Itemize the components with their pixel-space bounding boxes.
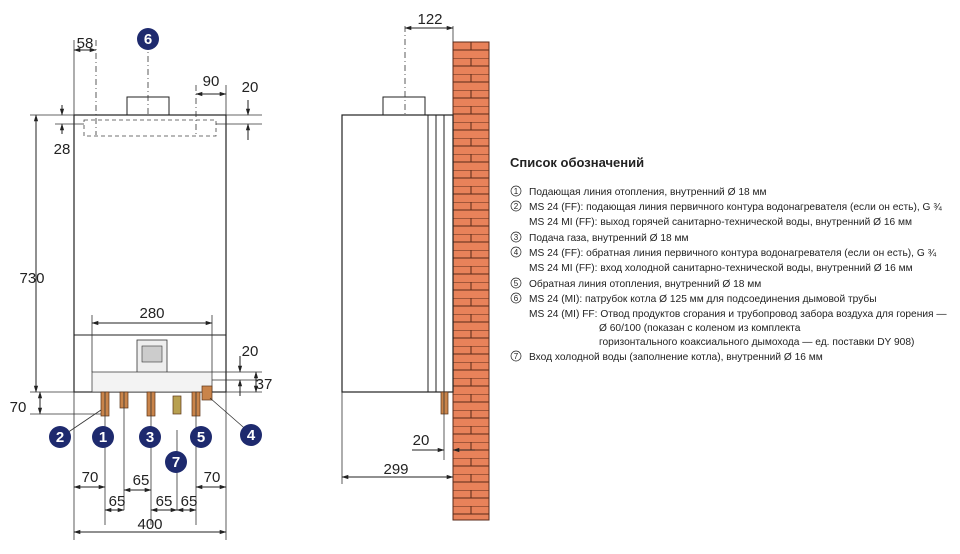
svg-text:Подача газа, внутренний Ø 18 м: Подача газа, внутренний Ø 18 мм <box>529 233 689 244</box>
pipe-4 <box>201 385 213 401</box>
marker-1: 1 <box>92 426 114 448</box>
dim-width: 400 <box>137 516 162 533</box>
legend-item-6: 6 MS 24 (MI): патрубок котла Ø 125 мм дл… <box>510 292 947 348</box>
marker-5: 5 <box>190 426 212 448</box>
svg-text:MS 24 (MI): патрубок котла Ø 1: MS 24 (MI): патрубок котла Ø 125 мм для … <box>529 293 877 305</box>
svg-text:7: 7 <box>172 454 180 471</box>
svg-text:Ø 60/100 (показан с коленом из: Ø 60/100 (показан с коленом из комплекта <box>599 323 801 334</box>
display-icon <box>141 345 163 363</box>
dim-pipe-offset: 20 <box>413 432 430 449</box>
side-pipe <box>440 391 449 415</box>
svg-text:1: 1 <box>99 429 107 446</box>
dim-right-small: 20 <box>242 343 259 360</box>
dim-spacing-4: 65 <box>181 493 198 510</box>
legend: Список обозначений 1 Подающая линия отоп… <box>510 155 947 363</box>
dim-depth: 299 <box>383 461 408 478</box>
marker-4: 4 <box>240 424 262 446</box>
marker-2: 2 <box>49 426 71 448</box>
svg-text:MS 24 (FF): обратная линия пер: MS 24 (FF): обратная линия первичного ко… <box>529 247 937 259</box>
dim-bottom-left: 70 <box>82 469 99 486</box>
dim-spacing-3: 65 <box>156 493 173 510</box>
svg-text:3: 3 <box>146 429 154 446</box>
svg-text:Обратная линия отопления, внут: Обратная линия отопления, внутренний Ø 1… <box>529 278 761 290</box>
legend-item-7: 7 Вход холодной воды (заполнение котла),… <box>510 350 823 363</box>
side-casing <box>341 114 454 393</box>
svg-text:7: 7 <box>514 352 519 361</box>
svg-text:5: 5 <box>514 279 519 288</box>
dim-right-bottom: 37 <box>256 376 273 393</box>
dim-inner-width: 280 <box>139 305 164 322</box>
svg-text:Подающая линия отопления, внут: Подающая линия отопления, внутренний Ø 1… <box>529 187 767 198</box>
marker-3: 3 <box>139 426 161 448</box>
front-view: 58 90 20 28 730 280 20 37 <box>10 28 273 540</box>
svg-text:6: 6 <box>144 31 152 48</box>
dim-spacing-2: 65 <box>133 472 150 489</box>
legend-item-1: 1 Подающая линия отопления, внутренний Ø… <box>510 185 767 198</box>
dim-height: 730 <box>19 270 44 287</box>
legend-title: Список обозначений <box>510 155 644 170</box>
dim-spacing-1: 65 <box>109 493 126 510</box>
dim-left-bottom: 70 <box>10 399 27 416</box>
svg-text:5: 5 <box>197 429 205 446</box>
svg-text:MS 24 MI (FF): вход холодной с: MS 24 MI (FF): вход холодной санитарно-т… <box>529 263 913 274</box>
svg-text:горизонтального коаксиального: горизонтального коаксиального дымохода —… <box>599 337 914 348</box>
svg-text:1: 1 <box>514 187 519 196</box>
svg-text:2: 2 <box>514 202 519 211</box>
dim-top-depth: 28 <box>54 141 71 158</box>
legend-item-5: 5 Обратная линия отопления, внутренний Ø… <box>510 277 761 290</box>
svg-text:2: 2 <box>56 429 64 446</box>
svg-text:4: 4 <box>514 248 519 257</box>
dim-bottom-right: 70 <box>204 469 221 486</box>
svg-text:MS 24 MI (FF): выход горячей с: MS 24 MI (FF): выход горячей санитарно-т… <box>529 217 912 228</box>
dim-wall-gap: 122 <box>417 11 442 28</box>
svg-text:3: 3 <box>514 233 519 242</box>
legend-item-2: 2 MS 24 (FF): подающая линия первичного … <box>510 200 942 228</box>
side-flue-outlet <box>382 96 426 116</box>
svg-text:4: 4 <box>247 427 256 444</box>
svg-text:MS 24 (MI) FF: Отвод продукто: MS 24 (MI) FF: Отвод продуктов сгорания … <box>529 308 947 320</box>
marker-7: 7 <box>165 451 187 473</box>
brick-wall <box>452 41 490 521</box>
svg-text:MS 24 (FF): подающая линия пер: MS 24 (FF): подающая линия первичного ко… <box>529 202 942 213</box>
legend-item-3: 3 Подача газа, внутренний Ø 18 мм <box>510 231 689 244</box>
flue-chamber-outline <box>83 119 217 137</box>
dim-top-right-small: 20 <box>242 79 259 96</box>
side-view: 122 20 299 <box>341 11 490 521</box>
svg-text:Вход холодной воды (заполнение: Вход холодной воды (заполнение котла), в… <box>529 352 823 363</box>
marker-6: 6 <box>137 28 159 50</box>
legend-item-4: 4 MS 24 (FF): обратная линия первичного … <box>510 246 937 274</box>
pipe-7 <box>172 395 182 415</box>
pipe-manifold <box>91 371 213 393</box>
dim-top-left: 58 <box>77 35 94 52</box>
svg-text:6: 6 <box>514 294 519 303</box>
dim-top-right: 90 <box>203 73 220 90</box>
